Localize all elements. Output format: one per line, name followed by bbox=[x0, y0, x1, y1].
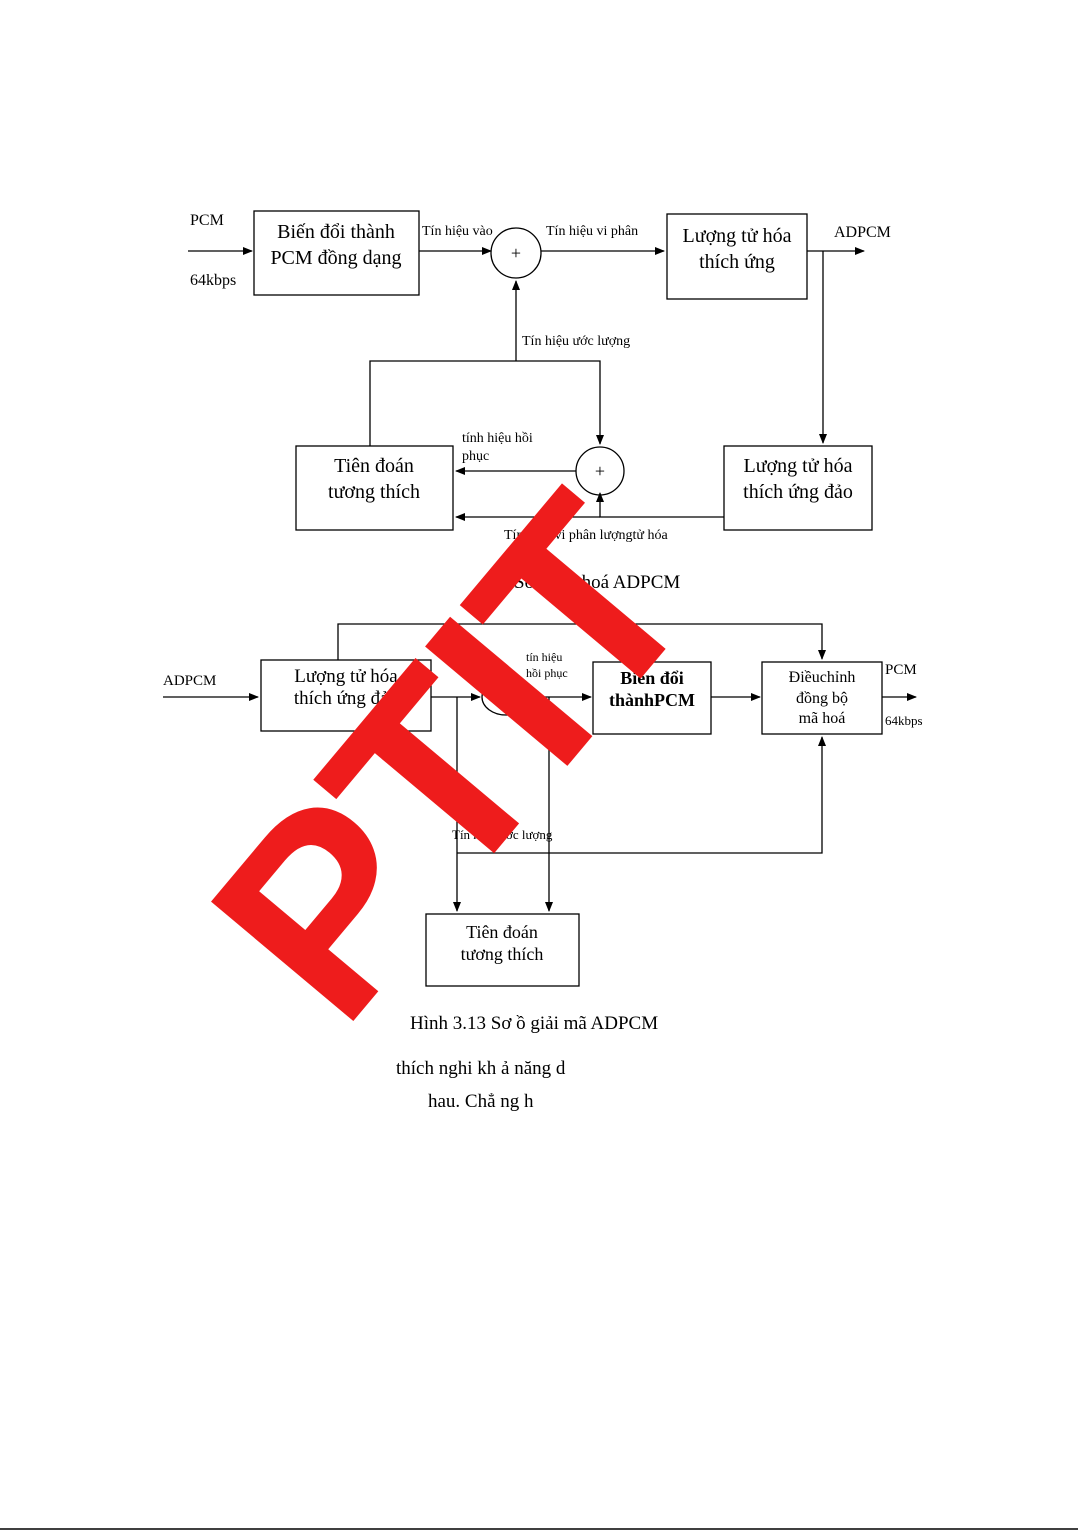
encoder-convert-line1: Biến đổi thành bbox=[277, 221, 395, 243]
decoder-inverse-quantizer-line1: Lượng tử hóa bbox=[294, 666, 398, 687]
decoder-convert-line1: Biến đổi bbox=[620, 668, 684, 688]
encoder-quantizer-box bbox=[666, 213, 808, 300]
encoder-estimate-label: Tín hiệu ước lượng bbox=[522, 334, 630, 349]
encoder-qdiff-to-summer-arrow bbox=[596, 492, 724, 518]
decoder-sync-line3: mã hoá bbox=[799, 710, 846, 727]
encoder-input-rate: 64kbps bbox=[190, 272, 236, 289]
encoder-predictor-line1: Tiên đoán bbox=[334, 455, 414, 477]
encoder-diagram bbox=[188, 210, 873, 531]
encoder-summer-top-symbol: + bbox=[511, 243, 521, 263]
decoder-predictor-box bbox=[425, 913, 580, 987]
encoder-quantized-diff-label: Tín hiệu vi phân lượngtử hóa bbox=[504, 528, 669, 543]
encoder-inverse-quantizer-box bbox=[723, 445, 873, 531]
decoder-recovered-line1: tín hiệu bbox=[526, 650, 562, 664]
decoder-summer-symbol: + bbox=[501, 690, 510, 707]
encoder-predictor-line2: tương thích bbox=[328, 481, 420, 503]
decoder-inverse-quantizer-box bbox=[260, 659, 432, 732]
encoder-inverse-quantizer-line1: Lượng tử hóa bbox=[744, 455, 853, 477]
decoder-text: ADPCM Lượng tử hóa thích ứng đảo + tín h… bbox=[163, 650, 923, 1112]
decoder-inverse-quantizer-line2: thích ứng đảo bbox=[294, 688, 398, 709]
encoder-summer-top bbox=[490, 227, 542, 279]
decoder-diagram bbox=[163, 623, 917, 987]
encoder-convert-line2: PCM đồng dạng bbox=[270, 247, 401, 269]
encoder-recovered-line2: phục bbox=[462, 449, 489, 464]
encoder-convert-box bbox=[253, 210, 420, 296]
decoder-sync-box bbox=[761, 661, 883, 735]
encoder-output-label: ADPCM bbox=[834, 224, 891, 241]
decoder-estimate-to-sync bbox=[457, 736, 826, 854]
body-line-2: hau. Chẳ ng h bbox=[428, 1091, 534, 1112]
decoder-sync-line1: Điềuchỉnh bbox=[789, 669, 856, 686]
body-line-1: thích nghi kh ả năng d bbox=[396, 1058, 566, 1079]
encoder-diff-signal-label: Tín hiệu vi phân bbox=[546, 224, 638, 239]
decoder-convert-line2: thànhPCM bbox=[609, 690, 695, 710]
decoder-estimate-label: Tín hiệu ước lượng bbox=[452, 827, 553, 842]
decoder-input-label: ADPCM bbox=[163, 673, 216, 689]
decoder-sync-line2: đồng bộ bbox=[796, 690, 848, 707]
caption-decoder: Hình 3.13 Sơ ồ giải mã ADPCM bbox=[410, 1013, 658, 1034]
encoder-recovered-line1: tính hiệu hồi bbox=[462, 431, 533, 446]
encoder-input-label: PCM bbox=[190, 212, 224, 229]
encoder-summer-bottom-symbol: + bbox=[595, 461, 605, 481]
decoder-recovered-line2: hồi phục bbox=[526, 666, 568, 680]
encoder-inverse-quantizer-line2: thích ứng đảo bbox=[743, 481, 853, 503]
decoder-output-rate: 64kbps bbox=[885, 713, 923, 728]
encoder-quantizer-line2: thích ứng bbox=[699, 251, 775, 273]
encoder-quantizer-line1: Lượng tử hóa bbox=[683, 225, 792, 247]
decoder-predictor-line1: Tiên đoán bbox=[466, 922, 538, 942]
decoder-bypass-arrow bbox=[337, 623, 826, 660]
encoder-text: PCM 64kbps Biến đổi thành PCM đồng dạng … bbox=[190, 212, 891, 593]
encoder-estimate-to-summer-bottom bbox=[369, 360, 604, 446]
encoder-predictor-box bbox=[295, 445, 454, 531]
decoder-predictor-line2: tương thích bbox=[461, 944, 544, 964]
encoder-input-signal-label: Tín hiệu vào bbox=[422, 224, 493, 239]
decoder-output-label: PCM bbox=[885, 662, 917, 678]
decoder-convert-box bbox=[592, 661, 712, 735]
caption-encoder: Sơ ồ mã hoá ADPCM bbox=[514, 572, 680, 593]
